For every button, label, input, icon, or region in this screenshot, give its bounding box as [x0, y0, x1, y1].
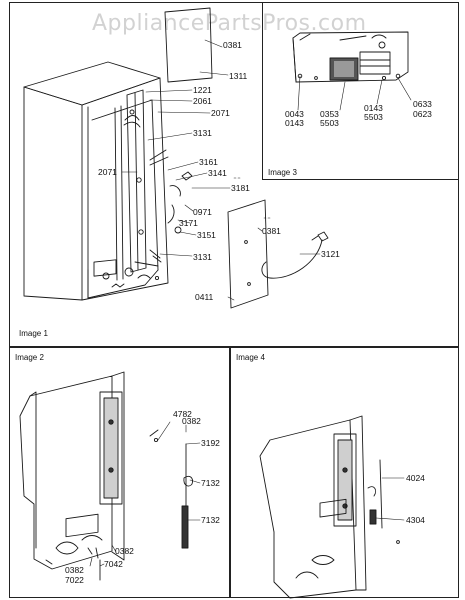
part-label: 3161 [199, 157, 218, 167]
part-label: 3141 [208, 168, 227, 178]
part-label: 7132 [201, 515, 220, 525]
part-label: 7042 [104, 559, 123, 569]
part-label: 1311 [229, 71, 248, 81]
part-label: 5503 [364, 112, 383, 122]
image-3-drawing [292, 31, 409, 83]
part-label: 3121 [321, 249, 340, 259]
part-label: 3131 [193, 128, 212, 138]
part-label: 0971 [193, 207, 212, 217]
panel-1311 [164, 7, 213, 83]
part-label: 0623 [413, 109, 432, 119]
part-label: 7132 [201, 478, 220, 488]
part-label: 5503 [320, 118, 339, 128]
part-label: 0382 [182, 416, 201, 426]
part-label: 0382 [65, 565, 84, 575]
panel-title-image-1: Image 1 [19, 329, 48, 338]
panel-0411 [227, 199, 269, 309]
leader-lines-image-1 [121, 39, 321, 301]
part-label: 0633 [413, 99, 432, 109]
part-label: 0143 [285, 118, 304, 128]
part-label: 0143 [364, 103, 383, 113]
part-label: 0353 [320, 109, 339, 119]
leader-lines-image-4 [375, 477, 405, 521]
part-label: 3131 [193, 252, 212, 262]
part-label: 3151 [197, 230, 216, 240]
part-label: 0043 [285, 109, 304, 119]
part-label: 4782 [173, 409, 192, 419]
part-label: 3171 [179, 218, 198, 228]
leader-lines-image-3 [297, 75, 412, 111]
part-label: 2071 [211, 108, 230, 118]
fridge-cabinet [23, 61, 169, 301]
part-label: 2061 [193, 96, 212, 106]
part-label: 0381 [223, 40, 242, 50]
leader-lines-image-2 [89, 421, 201, 567]
part-label: 1221 [193, 85, 212, 95]
image-4-frame [230, 347, 459, 598]
image-2-drawing [19, 371, 193, 581]
part-label: 0411 [195, 292, 214, 302]
part-label: 0381 [262, 226, 281, 236]
part-label: 4304 [406, 515, 425, 525]
part-label: 4024 [406, 473, 425, 483]
back-channel-assembly [123, 89, 193, 281]
watermark-text: AppliancePartsPros.com [92, 11, 367, 36]
part-label: 3192 [201, 438, 220, 448]
part-label: 0382 [115, 546, 134, 556]
part-label: 2071 [98, 167, 117, 177]
cord-3121-plug [317, 231, 329, 242]
part-label: 7022 [65, 575, 84, 585]
image-4-drawing [259, 415, 400, 599]
panel-title-image-2: Image 2 [15, 353, 44, 362]
panel-title-image-3: Image 3 [268, 168, 297, 177]
image-3-frame [262, 2, 459, 180]
cord-3121 [261, 239, 323, 279]
panel-title-image-4: Image 4 [236, 353, 265, 362]
image-2-frame [9, 347, 230, 598]
part-label: 3181 [231, 183, 250, 193]
